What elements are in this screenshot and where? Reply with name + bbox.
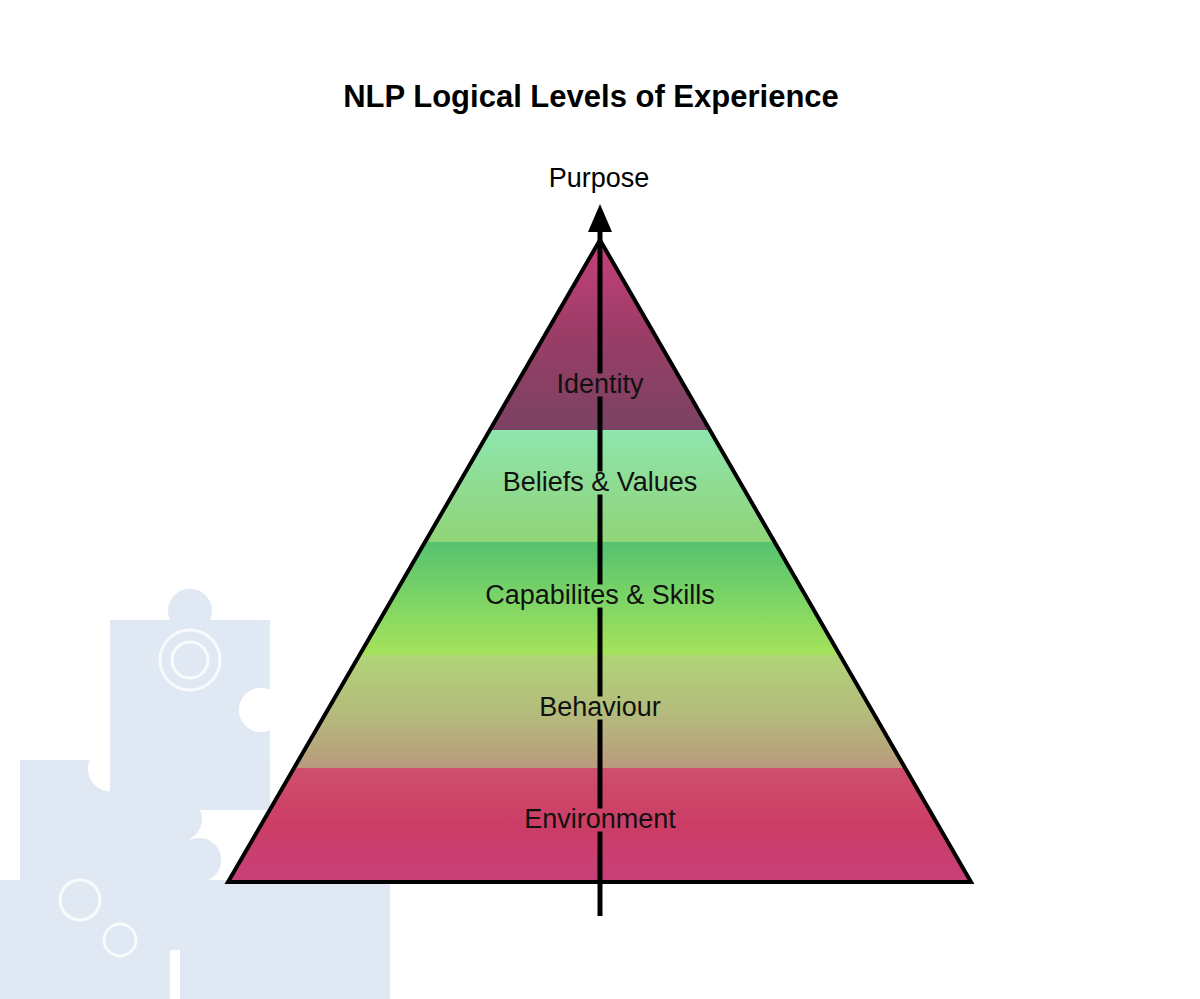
level-label: Capabilites & Skills [485,580,715,611]
texture-ring [60,880,100,920]
band-fill [360,542,840,655]
diagram-title: NLP Logical Levels of Experience [343,79,839,115]
band-fill [229,768,971,882]
texture-ring [160,630,220,690]
puzzle-piece [0,880,170,999]
level-band: Behaviour [295,655,905,768]
band-fill [295,655,905,768]
level-band: Beliefs & Values [425,430,774,542]
triangle-outline [228,240,971,882]
level-label: Behaviour [539,692,661,723]
texture-ring [172,642,208,678]
purpose-arrowhead [588,204,612,232]
band-shape [490,240,710,430]
level-label: Identity [556,369,643,400]
band-fill [490,240,710,430]
level-band: Environment [229,768,971,882]
level-label: Beliefs & Values [503,467,698,498]
level-band: Identity [490,240,710,430]
level-band: Capabilites & Skills [360,542,840,655]
band-fill [425,430,774,542]
texture-ring [104,924,136,956]
purpose-label: Purpose [549,163,650,194]
level-label: Environment [524,804,676,835]
